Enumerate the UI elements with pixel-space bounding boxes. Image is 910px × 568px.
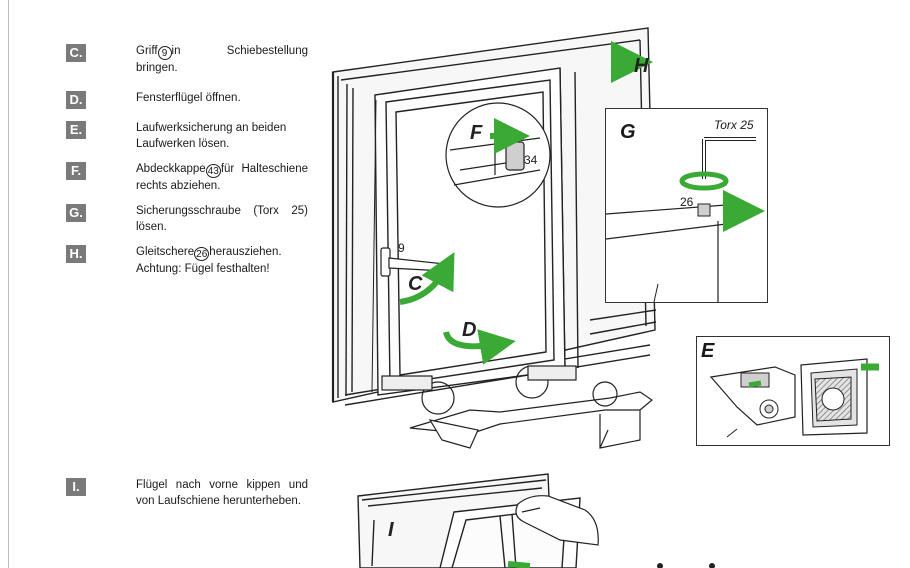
page-margin-rule <box>8 0 9 568</box>
step-text: Laufwerksicherung an beiden Laufwerken l… <box>136 122 287 150</box>
label-i: I <box>388 519 394 541</box>
step-badge: C. <box>66 44 86 62</box>
tool-label: Torx 25 <box>714 118 754 132</box>
step-text: Flügel nach vorne kippen und von Laufsch… <box>136 479 308 507</box>
detail-g-drawing <box>605 137 765 303</box>
step-badge: E. <box>66 121 86 139</box>
label-c: C <box>408 273 423 295</box>
detail-box-e: E <box>696 336 890 446</box>
cap-number: 34 <box>524 153 538 167</box>
screw-number: 26 <box>680 195 694 209</box>
step-badge: I. <box>66 478 86 496</box>
label-d: D <box>462 319 476 341</box>
step-badge: G. <box>66 204 86 222</box>
detail-box-g: G Torx 25 26 <box>605 108 768 303</box>
label-h: H <box>634 55 649 77</box>
dot-marker <box>657 563 663 568</box>
rotate-arrow-icon <box>679 171 729 191</box>
detail-e-drawing <box>709 358 879 438</box>
dot-marker <box>709 563 715 568</box>
arrow-c-icon <box>399 252 455 305</box>
arrow-d-icon <box>443 329 516 365</box>
step-badge: D. <box>66 91 86 109</box>
arrow-e-small-icon <box>748 380 762 388</box>
handle-number: 9 <box>398 241 405 255</box>
arrow-i-icon <box>507 561 531 568</box>
step-text: Fensterflügel öffnen. <box>136 92 241 104</box>
label-e: E <box>701 340 715 362</box>
step-text: Sicherungsschraube (Torx 25) lösen. <box>136 205 308 233</box>
tilted-sash-illustration <box>357 473 581 568</box>
step-badge: H. <box>66 245 86 263</box>
label-f: F <box>470 122 483 144</box>
label-g: G <box>620 121 636 143</box>
step-badge: F. <box>66 162 86 180</box>
scissor-arm <box>381 365 654 449</box>
hand-illustration <box>515 495 599 546</box>
